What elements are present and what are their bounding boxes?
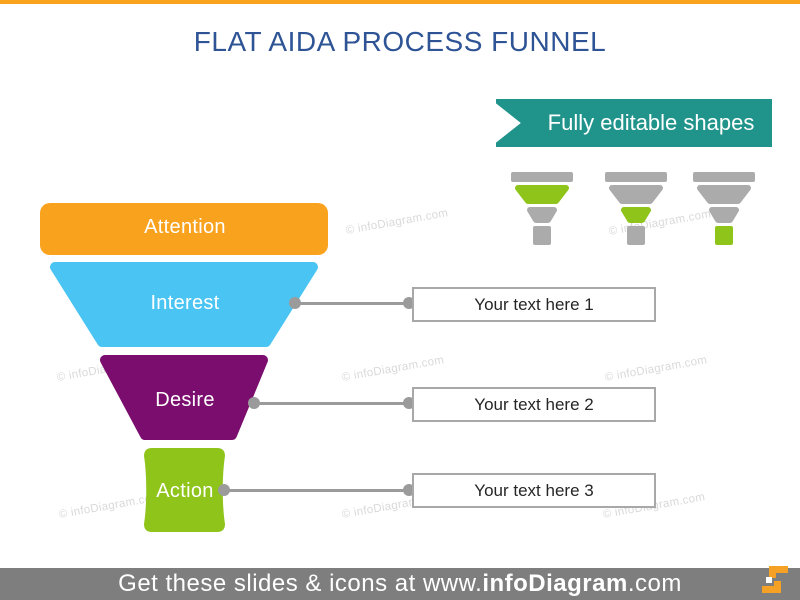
stage-label-attention: Attention: [144, 216, 226, 238]
mini3-seg1: [693, 172, 755, 182]
page-title: FLAT AIDA PROCESS FUNNEL: [193, 26, 607, 57]
mini3-seg2: [697, 185, 751, 204]
ribbon-label: Fully editable shapes: [547, 110, 755, 135]
footer-brand: infoDiagram: [482, 570, 628, 597]
callout-box-3: Your text here 3: [412, 473, 656, 508]
logo-bracket-top: [769, 566, 788, 573]
connector-dot-1a: [289, 297, 301, 309]
mini-funnel-icon-2: [605, 172, 667, 245]
watermark: © infoDiagram.com: [603, 354, 709, 384]
mini1-seg4: [533, 226, 551, 245]
mini2-seg3: [621, 207, 651, 223]
connector-dot-3a: [218, 484, 230, 496]
mini-funnel-icon-1: [511, 172, 573, 245]
aida-funnel: [40, 203, 328, 532]
logo-bracket-top-tab: [769, 573, 776, 578]
footer-text-suffix: .com: [627, 570, 682, 597]
mini3-seg3: [709, 207, 739, 223]
callout-box-1: Your text here 1: [412, 287, 656, 322]
funnel-stage-interest: [50, 262, 318, 347]
connector-line-3: [224, 489, 412, 492]
funnel-stage-attention: [40, 203, 328, 255]
callout-box-2: Your text here 2: [412, 387, 656, 422]
footer-bar: Get these slides & icons at www.infoDiag…: [0, 568, 800, 600]
logo-bracket-bottom: [762, 586, 781, 593]
watermark: © infoDiagram.com: [344, 207, 450, 237]
logo-bracket-bottom-tab: [774, 581, 781, 586]
mini2-seg4: [627, 226, 645, 245]
logo-center-square: [766, 577, 772, 583]
funnel-stage-desire: [100, 355, 268, 440]
stage-label-interest: Interest: [150, 292, 220, 314]
infodiagram-logo-icon: [760, 565, 790, 595]
watermark: © infoDiagram.com: [340, 354, 446, 384]
stage-label-desire: Desire: [155, 389, 215, 411]
editable-shapes-ribbon: Fully editable shapes: [496, 99, 772, 147]
mini-funnel-icon-3: [693, 172, 755, 245]
stage-label-action: Action: [156, 480, 214, 502]
connector-dot-2a: [248, 397, 260, 409]
connector-line-2: [254, 402, 412, 405]
mini2-seg2: [609, 185, 663, 204]
footer-link[interactable]: Get these slides & icons at www.infoDiag…: [118, 570, 682, 597]
funnel-stage-action: [144, 448, 225, 532]
top-accent-bar: [0, 0, 800, 4]
mini1-seg1: [511, 172, 573, 182]
mini1-seg2: [515, 185, 569, 204]
footer-text-prefix: Get these slides & icons at www.: [118, 570, 483, 597]
mini3-seg4: [715, 226, 733, 245]
connector-line-1: [295, 302, 412, 305]
mini2-seg1: [605, 172, 667, 182]
mini1-seg3: [527, 207, 557, 223]
